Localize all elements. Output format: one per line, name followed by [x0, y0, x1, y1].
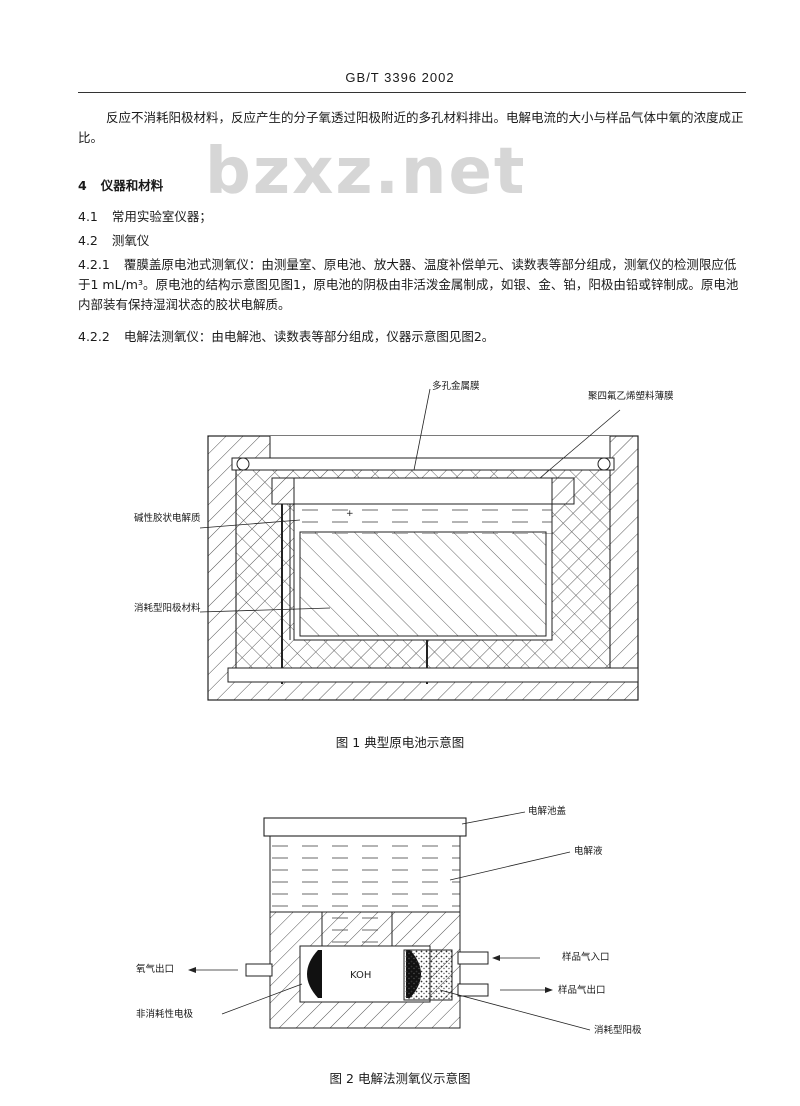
svg-text:+: + — [346, 509, 354, 519]
section-4-2-2: 4.2.2 电解法测氧仪：由电解池、读数表等部分组成，仪器示意图见图2。 — [78, 327, 746, 347]
fig2-label-electrolyte: 电解液 — [574, 846, 603, 857]
figure-1-caption: 图 1 典型原电池示意图 — [335, 735, 465, 750]
section-number: 4.2.1 — [78, 257, 110, 272]
paragraph-continuation: 反应不消耗阳极材料，反应产生的分子氧透过阳极附近的多孔材料排出。电解电流的大小与… — [78, 110, 744, 145]
section-4-1: 4.1 常用实验室仪器； — [78, 207, 746, 227]
section-text: 覆膜盖原电池式测氧仪：由测量室、原电池、放大器、温度补偿单元、读数表等部分组成，… — [78, 257, 739, 312]
fig2-label-sample-out: 样品气出口 — [558, 985, 606, 996]
header-rule — [78, 92, 746, 93]
section-number: 4 — [78, 178, 87, 193]
fig2-cell: KOH — [245, 817, 489, 1029]
section-text: 测氧仪 — [111, 233, 150, 248]
watermark: bzxz.net — [205, 135, 527, 209]
fig1-label-electrolyte: 碱性胶状电解质 — [134, 513, 201, 524]
section-number: 4.2.2 — [78, 329, 110, 344]
fig2-label-inert-electrode: 非消耗性电极 — [136, 1009, 194, 1020]
section-text: 常用实验室仪器； — [111, 209, 212, 224]
section-4-heading: 4 仪器和材料 — [78, 176, 746, 196]
fig2-label-oxygen-out: 氧气出口 — [136, 964, 175, 975]
fig2-label-consumable-anode: 消耗型阳极 — [594, 1025, 642, 1036]
fig1-label-porous-membrane: 多孔金属膜 — [432, 381, 480, 392]
section-title: 仪器和材料 — [100, 178, 164, 193]
figure-2-caption: 图 2 电解法测氧仪示意图 — [329, 1071, 471, 1086]
fig1-label-anode: 消耗型阳极材料 — [134, 603, 201, 614]
fig1-label-ptfe-membrane: 聚四氟乙烯塑料薄膜 — [588, 391, 674, 402]
page-header: GB/T 3396 2002 — [345, 70, 455, 85]
section-4-2: 4.2 测氧仪 — [78, 231, 746, 251]
section-text: 电解法测氧仪：由电解池、读数表等部分组成，仪器示意图见图2。 — [123, 329, 495, 344]
section-number: 4.1 — [78, 209, 98, 224]
fig1-housing: + — [207, 435, 639, 701]
fig2-label-sample-in: 样品气入口 — [562, 952, 610, 963]
section-number: 4.2 — [78, 233, 98, 248]
fig2-label-cover: 电解池盖 — [528, 806, 567, 817]
fig2-center-label: KOH — [350, 970, 371, 981]
